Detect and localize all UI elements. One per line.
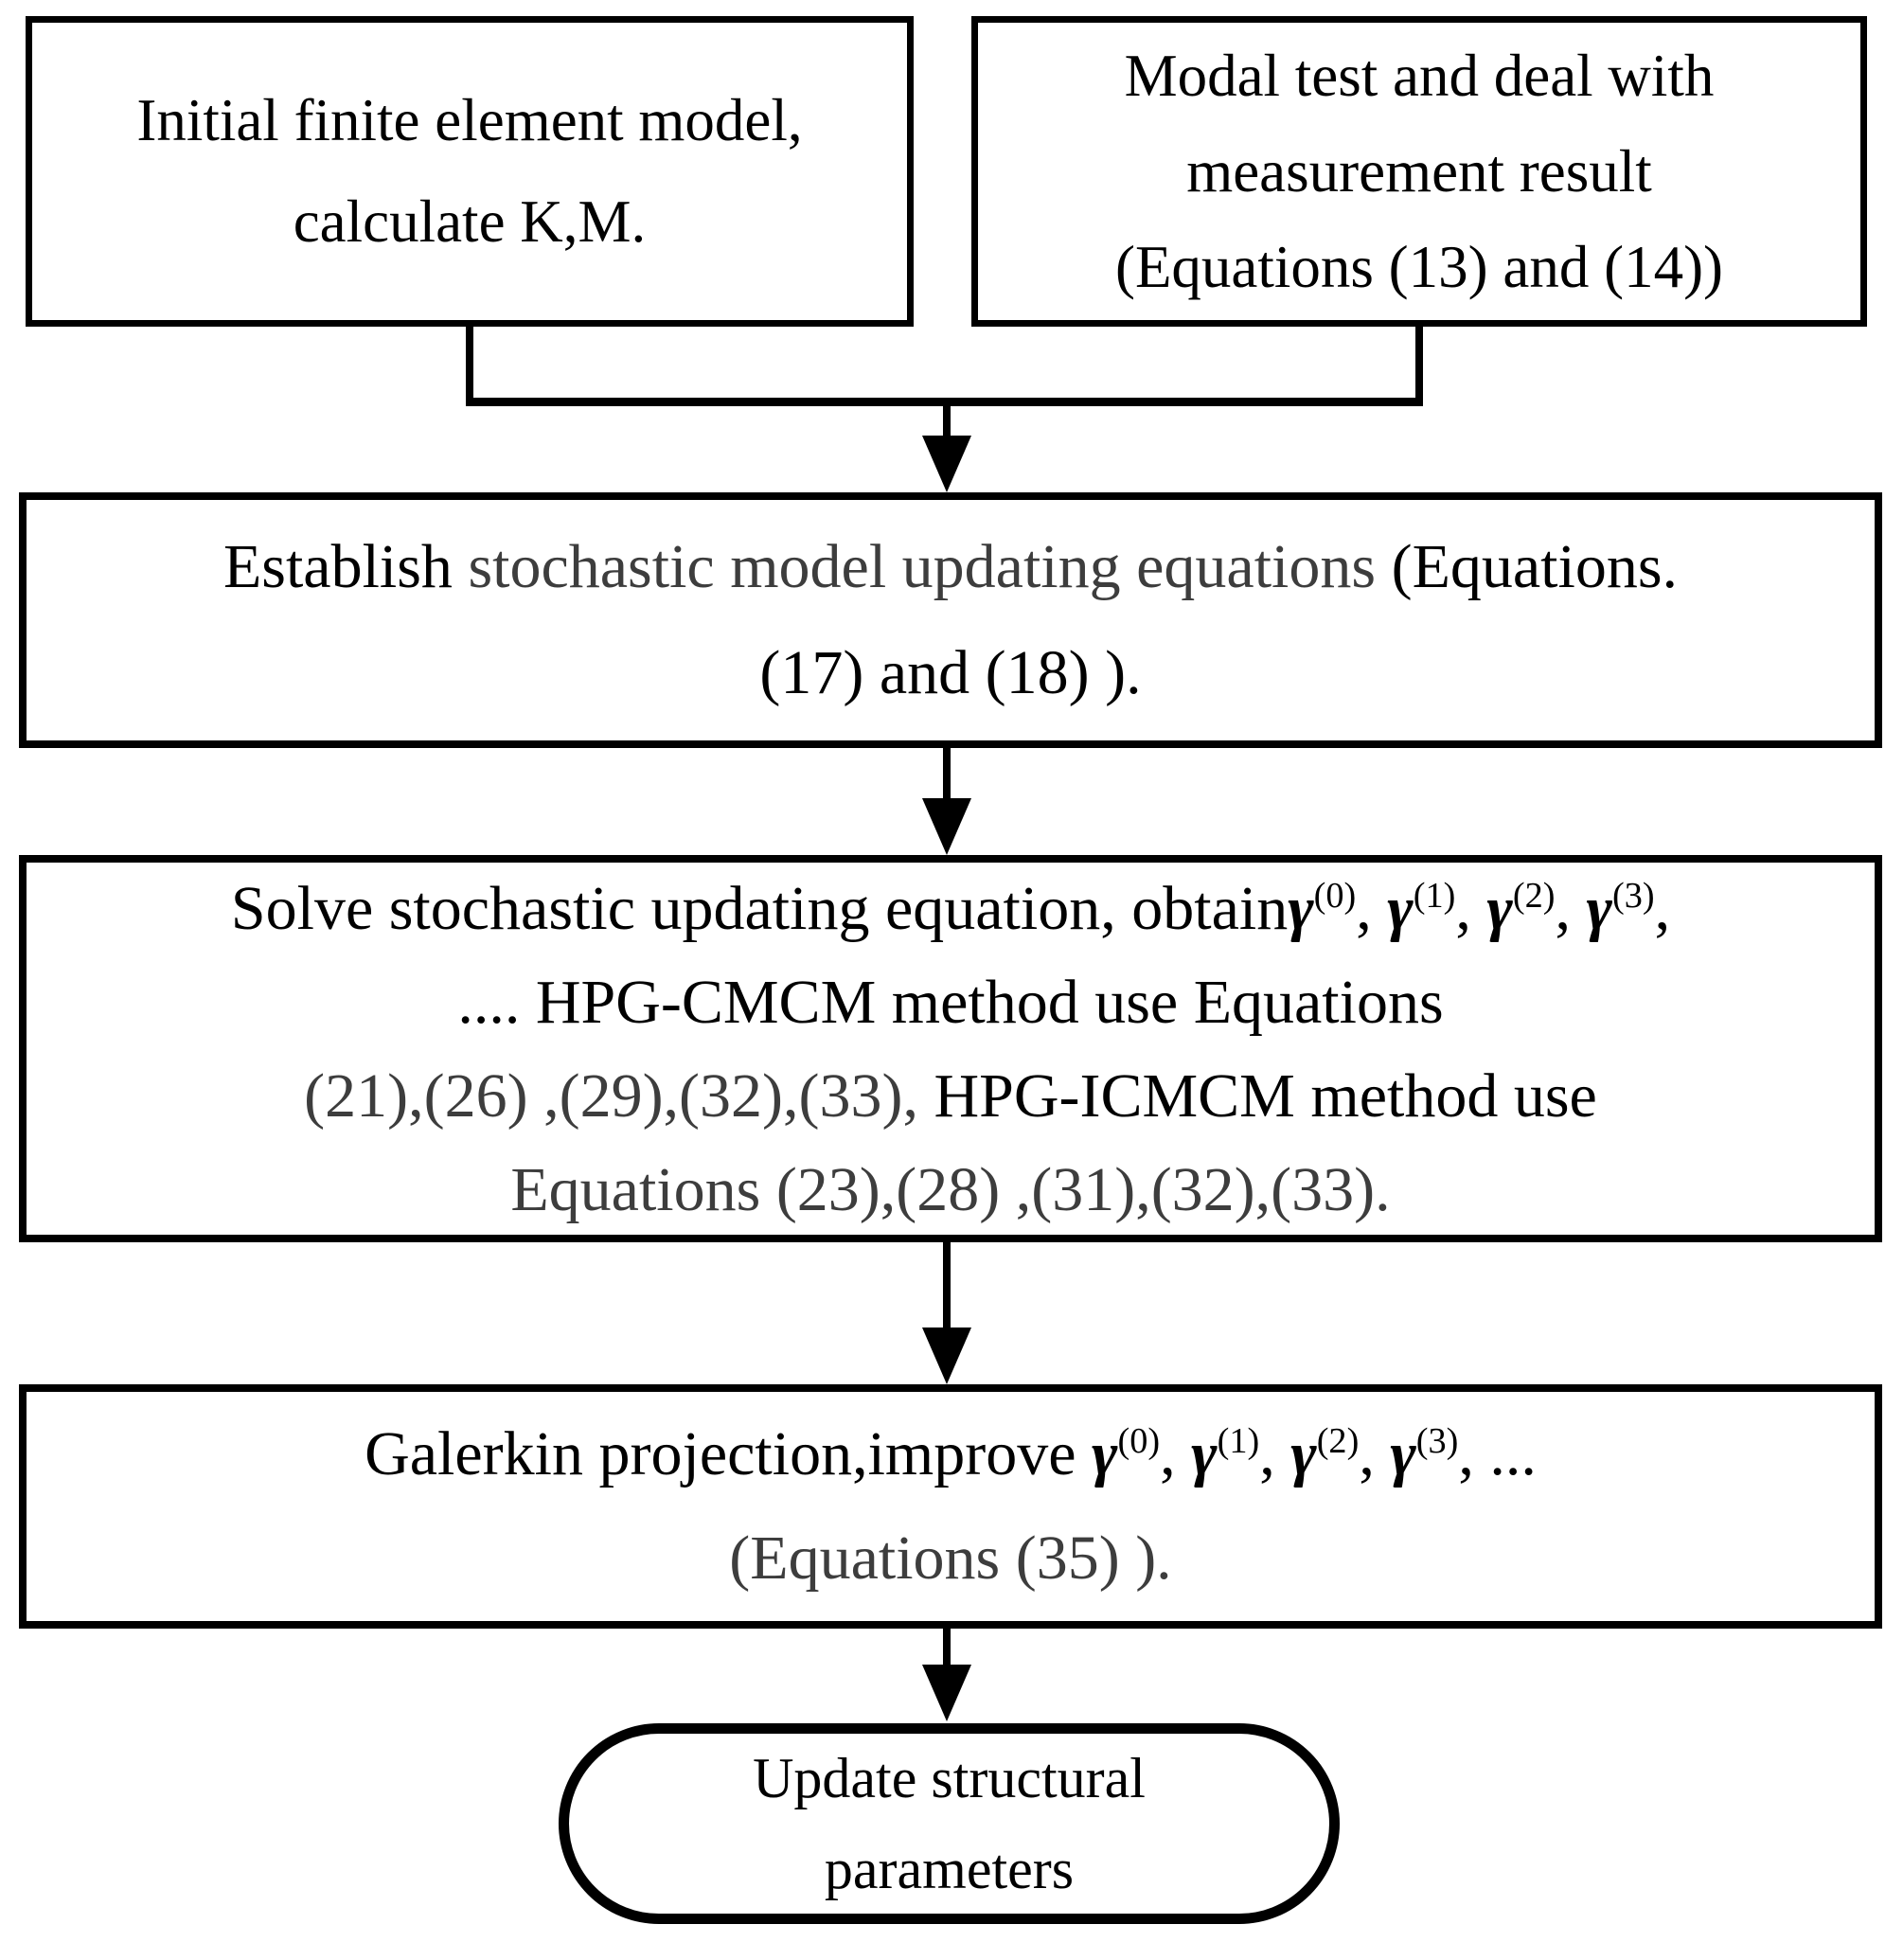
node-update-parameters: Update structural parameters	[559, 1723, 1340, 1924]
text-segment: ,	[1359, 1419, 1391, 1488]
connector-stem	[943, 1629, 951, 1668]
text-segment: Solve stochastic updating equation, obta…	[230, 873, 1289, 943]
gamma-superscript: (3)	[1611, 875, 1655, 916]
gamma-symbol: γ	[1092, 1419, 1118, 1488]
text-segment: ,	[1654, 873, 1671, 943]
text-segment: ,	[1455, 873, 1487, 943]
node-text-line: Initial finite element model,	[136, 87, 803, 153]
connector-stem	[943, 748, 951, 801]
node-initial-fem-model: Initial finite element model, calculate …	[26, 16, 914, 327]
node-text-line: Establish stochastic model updating equa…	[223, 514, 1678, 620]
node-text-line: Equations (23),(28) ,(31),(32),(33).	[510, 1154, 1391, 1224]
gamma-superscript: (0)	[1313, 875, 1357, 916]
node-text-line: (Equations (35) ).	[729, 1523, 1172, 1593]
text-segment: , ...	[1458, 1419, 1537, 1488]
gamma-superscript: (1)	[1413, 875, 1456, 916]
node-text-line: Modal test and deal with	[1124, 42, 1715, 109]
arrow-down-icon	[922, 798, 971, 855]
connector-stem	[943, 1242, 951, 1331]
text-segment: Galerkin projection,improve	[365, 1419, 1093, 1488]
gamma-symbol: γ	[1290, 1419, 1317, 1488]
text-segment: stochastic model updating equations	[468, 532, 1377, 601]
text-segment: Establish	[222, 532, 469, 601]
node-text-line: parameters	[824, 1838, 1075, 1900]
text-segment: ,	[1555, 873, 1587, 943]
arrow-down-icon	[922, 436, 971, 492]
gamma-symbol: γ	[1387, 873, 1414, 943]
gamma-superscript: (2)	[1512, 875, 1556, 916]
gamma-superscript: (3)	[1415, 1421, 1459, 1461]
connector-merge-bar	[466, 398, 1423, 406]
node-text-line: (Equations (13) and (14))	[1114, 233, 1724, 300]
connector-stub-right	[1415, 327, 1423, 402]
node-text-line: Galerkin projection,improve γ(0), γ(1), …	[365, 1402, 1537, 1506]
node-modal-test: Modal test and deal with measurement res…	[971, 16, 1867, 327]
text-segment: HPG-ICMCM method use	[917, 1060, 1597, 1131]
text-segment: (Equations.	[1376, 532, 1679, 601]
connector-stem	[943, 403, 951, 441]
gamma-symbol: γ	[1586, 873, 1612, 943]
text-segment: ,	[1356, 873, 1388, 943]
gamma-superscript: (0)	[1117, 1421, 1161, 1461]
node-text-line: calculate K,M.	[293, 188, 647, 255]
node-solve-updating-equation: Solve stochastic updating equation, obta…	[19, 855, 1882, 1242]
text-segment: (21),(26) ,(29),(32),(33),	[304, 1060, 918, 1131]
gamma-superscript: (1)	[1217, 1421, 1260, 1461]
node-text-line: measurement result	[1186, 137, 1652, 205]
text-segment: ,	[1259, 1419, 1291, 1488]
node-establish-equations: Establish stochastic model updating equa…	[19, 492, 1882, 748]
arrow-down-icon	[922, 1665, 971, 1721]
node-text-line: (21),(26) ,(29),(32),(33), HPG-ICMCM met…	[304, 1049, 1597, 1143]
text-segment: ,	[1160, 1419, 1192, 1488]
node-galerkin-projection: Galerkin projection,improve γ(0), γ(1), …	[19, 1384, 1882, 1629]
gamma-symbol: γ	[1288, 873, 1314, 943]
node-text-line: Solve stochastic updating equation, obta…	[231, 862, 1670, 955]
gamma-symbol: γ	[1486, 873, 1513, 943]
node-text-line: Update structural	[753, 1747, 1146, 1809]
arrow-down-icon	[922, 1327, 971, 1384]
gamma-symbol: γ	[1390, 1419, 1416, 1488]
node-text-line: (17) and (18) ).	[759, 638, 1142, 707]
gamma-superscript: (2)	[1316, 1421, 1360, 1461]
node-text-line: .... HPG-CMCM method use Equations	[457, 967, 1444, 1037]
gamma-symbol: γ	[1191, 1419, 1218, 1488]
connector-stub-left	[466, 327, 473, 402]
